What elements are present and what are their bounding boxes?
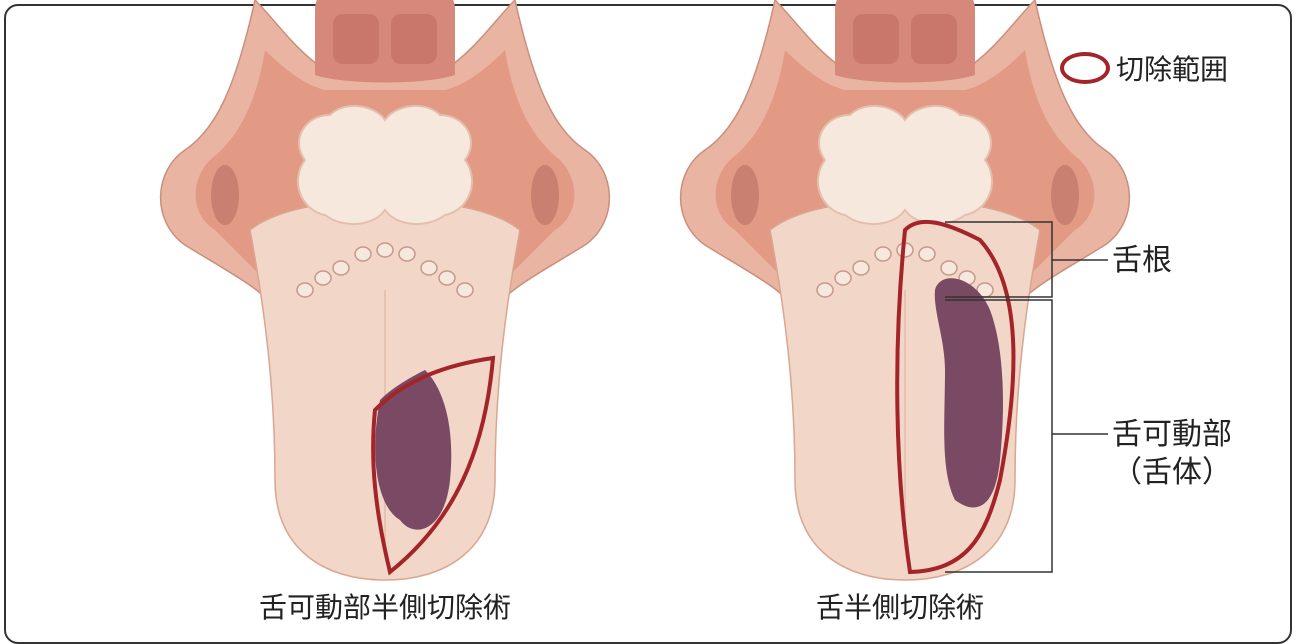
- label-tongue-body: （舌体）: [1112, 454, 1232, 492]
- left-tongue: [161, 0, 610, 580]
- right-tongue: [681, 0, 1130, 580]
- caption-partial-glossectomy: 舌可動部半側切除術: [235, 586, 535, 626]
- label-mobile-tongue: 舌可動部: [1112, 416, 1232, 454]
- label-tongue-root: 舌根: [1112, 242, 1172, 280]
- caption-hemiglossectomy: 舌半側切除術: [780, 586, 1020, 626]
